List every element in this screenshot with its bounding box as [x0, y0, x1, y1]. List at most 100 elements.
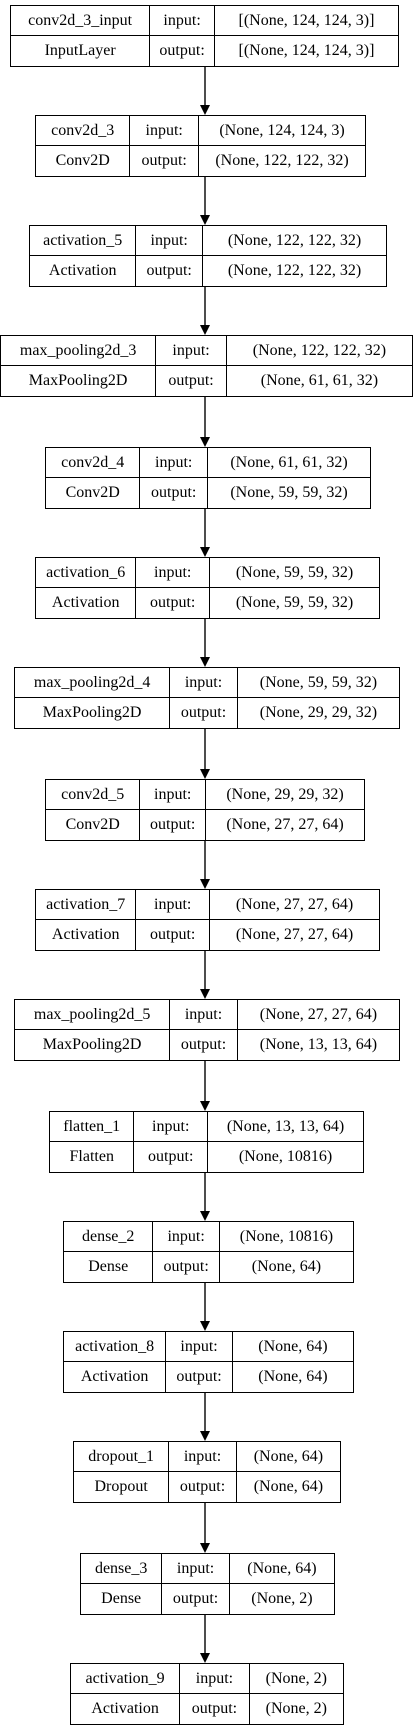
arrow-head-icon	[200, 989, 210, 999]
input-shape: (None, 64)	[236, 1442, 340, 1472]
output-shape: (None, 64)	[258, 1368, 328, 1385]
input-label: input:	[140, 780, 206, 810]
input-label: input:	[134, 1112, 208, 1142]
input-label: input:	[166, 1332, 233, 1362]
input-shape: (None, 59, 59, 32)	[209, 558, 379, 588]
layer-type: Activation	[36, 588, 137, 618]
output-shape: (None, 64)	[253, 1478, 324, 1495]
layer-type: MaxPooling2D	[15, 1030, 171, 1060]
layer-name: dense_3	[81, 1554, 163, 1584]
input-shape: (None, 13, 13, 64)	[207, 1112, 363, 1142]
input-shape: (None, 29, 29, 32)	[205, 780, 364, 810]
output-shape: (None, 13, 13, 64)	[259, 1036, 378, 1053]
output-shape: (None, 29, 29, 32)	[259, 704, 378, 721]
output-label: output:	[180, 1694, 250, 1724]
layer-name: conv2d_5	[46, 780, 141, 810]
arrow-head-icon	[200, 1101, 210, 1111]
output-label: output:	[150, 36, 215, 66]
arrow-head-icon	[200, 437, 210, 447]
output-shape: (None, 2)	[265, 1700, 327, 1717]
input-shape: (None, 59, 59, 32)	[237, 668, 399, 698]
output-label: output:	[166, 1362, 233, 1392]
input-label: input:	[136, 890, 210, 920]
arrow-head-icon	[200, 1211, 210, 1221]
output-label: output:	[136, 256, 204, 286]
layer-type: Activation	[36, 920, 137, 950]
layer-name: conv2d_3	[36, 116, 131, 146]
output-label: output:	[169, 1472, 237, 1502]
layer-type: Activation	[30, 256, 137, 286]
input-shape: (None, 2)	[249, 1664, 343, 1694]
arrow-head-icon	[200, 879, 210, 889]
layer-name: flatten_1	[50, 1112, 135, 1142]
output-shape: (None, 2)	[251, 1590, 313, 1607]
input-label: input:	[136, 226, 204, 256]
output-label: output:	[170, 698, 238, 728]
input-label: input:	[170, 1000, 238, 1030]
layer-name: max_pooling2d_4	[15, 668, 171, 698]
arrow-head-icon	[200, 1431, 210, 1441]
arrow-head-icon	[200, 325, 210, 335]
layer-type: Dense	[81, 1584, 163, 1614]
input-label: input:	[162, 1554, 230, 1584]
input-shape: (None, 64)	[232, 1332, 353, 1362]
output-label: output:	[136, 588, 210, 618]
layer-type: Conv2D	[46, 478, 141, 508]
layer-name: activation_6	[36, 558, 137, 588]
arrow-head-icon	[200, 1543, 210, 1553]
input-label: input:	[153, 1222, 220, 1252]
layer-type: Conv2D	[36, 146, 131, 176]
layer-type: Dense	[64, 1252, 154, 1282]
input-label: input:	[169, 1442, 237, 1472]
input-shape: [(None, 124, 124, 3)]	[214, 6, 398, 36]
input-shape: (None, 61, 61, 32)	[208, 448, 370, 478]
input-shape: (None, 124, 124, 3)	[199, 116, 365, 146]
input-label: input:	[170, 668, 238, 698]
input-shape: (None, 122, 122, 32)	[203, 226, 386, 256]
output-shape: (None, 27, 27, 64)	[226, 816, 344, 833]
input-shape: (None, 27, 27, 64)	[237, 1000, 399, 1030]
input-label: input:	[150, 6, 215, 36]
arrow-head-icon	[200, 105, 210, 115]
output-shape: (None, 122, 122, 32)	[227, 262, 362, 279]
output-label: output:	[130, 146, 199, 176]
layer-name: conv2d_4	[46, 448, 141, 478]
layer-name: activation_9	[71, 1664, 181, 1694]
layer-name: activation_7	[36, 890, 137, 920]
output-shape: (None, 10816)	[238, 1148, 333, 1165]
layer-type: Conv2D	[46, 810, 141, 840]
layer-name: activation_5	[30, 226, 137, 256]
arrow-head-icon	[200, 215, 210, 225]
layer-name: dropout_1	[74, 1442, 170, 1472]
layer-type: InputLayer	[11, 36, 151, 66]
output-label: output:	[153, 1252, 220, 1282]
input-shape: (None, 64)	[229, 1554, 334, 1584]
input-label: input:	[140, 448, 208, 478]
output-label: output:	[170, 1030, 238, 1060]
layer-name: dense_2	[64, 1222, 154, 1252]
layer-name: max_pooling2d_5	[15, 1000, 171, 1030]
input-shape: (None, 122, 122, 32)	[226, 336, 412, 366]
output-label: output:	[134, 1142, 208, 1172]
layer-type: Activation	[64, 1362, 167, 1392]
layer-type: Activation	[71, 1694, 181, 1724]
input-label: input:	[130, 116, 199, 146]
output-label: output:	[156, 366, 227, 396]
arrow-head-icon	[200, 657, 210, 667]
arrow-head-icon	[200, 1653, 210, 1663]
layer-name: activation_8	[64, 1332, 167, 1362]
